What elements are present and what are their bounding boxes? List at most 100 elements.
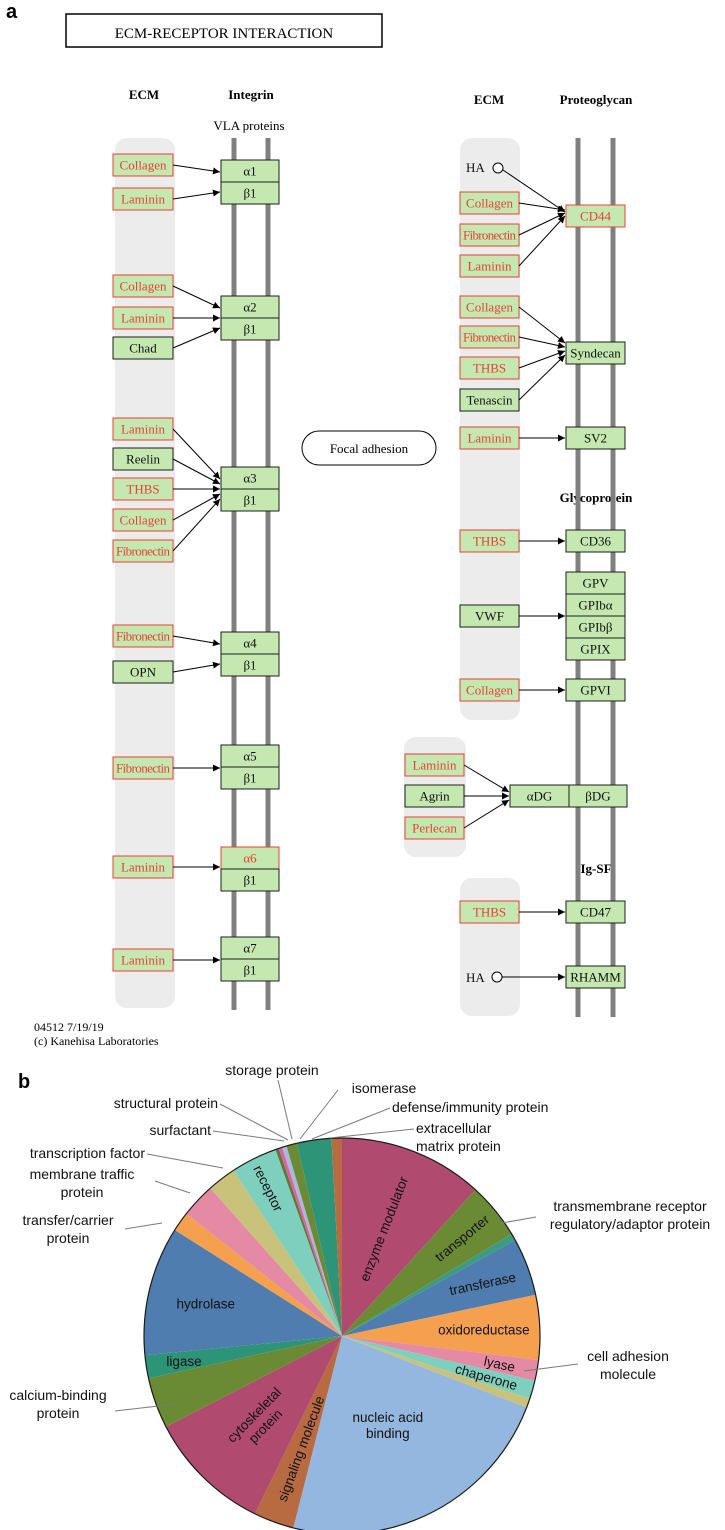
- inside-label-ligase: ligase: [166, 1354, 201, 1369]
- dg-ligand-agrin: Agrin: [419, 789, 450, 804]
- ecm-ligand-laminin: Laminin: [121, 422, 166, 437]
- header-proteoglycan: Proteoglycan: [560, 92, 633, 107]
- syndecan-ligand-collagen: Collagen: [466, 300, 513, 315]
- syndecan: Syndecan: [570, 346, 621, 361]
- inside-label-group: hydrolase: [177, 1297, 236, 1312]
- pie-slice-chaperone: [342, 1336, 535, 1399]
- integrin-beta-1-box: [220, 181, 280, 205]
- integrin-beta-5: β1: [243, 771, 256, 786]
- outside-label-tcp: protein: [47, 1230, 90, 1246]
- ligand-arrow: [172, 498, 221, 552]
- ecm-ligand-thbs: THBS: [126, 482, 159, 497]
- sv2-ligand-laminin: Laminin: [467, 431, 512, 446]
- integrin-alpha-2: α2: [243, 300, 256, 315]
- inside-label-hydrolase: hydrolase: [177, 1297, 236, 1312]
- inside-label-nucleic-acid-binding: nucleic acid: [353, 1410, 424, 1425]
- cd47: CD47: [580, 905, 612, 920]
- leader-line-surfactant: [212, 1130, 285, 1142]
- ecm-ligand-fibronectin: Fibronectin: [116, 629, 171, 644]
- pie-slice-transfer-carrier-protein: [174, 1213, 342, 1336]
- pie-slice-cytoskeletal-protein: [166, 1336, 342, 1514]
- panel-label: a: [6, 1, 18, 23]
- gp-complex-3: GPIX: [580, 642, 611, 657]
- ligand-arrow: [518, 350, 566, 369]
- pie-slice-structural-protein: [278, 1147, 342, 1336]
- outside-label-isomerase: isomerase: [352, 1080, 417, 1096]
- inside-label-nucleic-acid-binding: binding: [366, 1426, 410, 1441]
- ecm-ligand-reelin: Reelin: [126, 452, 160, 467]
- pie-slice-transferase: [342, 1240, 536, 1336]
- ligand-arrow: [172, 635, 221, 647]
- ecm-ligand-collagen: Collagen: [120, 513, 167, 528]
- integrin-beta-4-box: [220, 653, 280, 677]
- leader-line-ecm: [329, 1128, 415, 1139]
- outside-label-ecm: extracellular: [416, 1120, 492, 1136]
- focal-adhesion-link: [301, 430, 437, 466]
- leader-line-storage: [277, 1079, 293, 1140]
- pie-slice-ligase: [144, 1336, 342, 1379]
- integrin-beta-2-box: [220, 317, 280, 341]
- ligand-arrow: [172, 285, 221, 309]
- header-igsf: Ig-SF: [580, 861, 611, 876]
- dg-ligand-laminin: Laminin: [412, 758, 457, 773]
- syndecan-ligand-fibronectin: Fibronectin: [463, 330, 517, 345]
- ecm-ligand-opn: OPN: [130, 665, 157, 680]
- diagram-title: ECM-RECEPTOR INTERACTION: [115, 26, 334, 42]
- pie-slice-extracellular-matrix-protein: [331, 1137, 342, 1336]
- header-ecm-right: ECM: [474, 92, 504, 107]
- title-box: [65, 13, 383, 48]
- leader-line-tmr: [501, 1216, 537, 1224]
- leader-line-defense: [311, 1107, 391, 1140]
- gpvi-ligand: Collagen: [466, 683, 513, 698]
- alpha-dg: αDG: [527, 789, 553, 804]
- leader-line-structural: [219, 1103, 289, 1141]
- leader-line-tf: [146, 1153, 224, 1169]
- vwf: VWF: [475, 609, 504, 624]
- integrin-beta-3: β1: [243, 493, 256, 508]
- ha-label: HA: [466, 160, 485, 175]
- outside-label-mtp: membrane traffic: [30, 1166, 135, 1182]
- outside-label-defense: defense/immunity protein: [392, 1099, 548, 1115]
- rhamm-box: [565, 965, 626, 989]
- header-glycoprotein: Glycoprotein: [560, 490, 633, 505]
- cd44-ligand-laminin: Laminin: [467, 259, 512, 274]
- header-integrin: Integrin: [228, 87, 274, 102]
- beta-dg: βDG: [585, 789, 610, 804]
- pie-slice-cell-adhesion-molecule: [342, 1336, 530, 1408]
- pie-slice-transmembrane-receptor-regulatory-adaptor-protein: [342, 1233, 516, 1336]
- ecm-ligand-collagen: Collagen: [120, 279, 167, 294]
- leader-line-cbp: [114, 1403, 177, 1412]
- pie-slice-storage-protein: [282, 1145, 342, 1336]
- inside-label-group: lyase: [483, 1354, 517, 1375]
- pie-slice-membrane-traffic-protein: [186, 1188, 342, 1336]
- ecm-ligand-laminin: Laminin: [121, 192, 166, 207]
- outside-label-mtp: protein: [61, 1184, 104, 1200]
- pie-outline: [143, 1137, 541, 1530]
- pie-slice-defense-immunity-protein: [296, 1138, 342, 1336]
- panel-label-b: b: [18, 1071, 30, 1093]
- cd44-ligand-collagen: Collagen: [466, 196, 513, 211]
- cd47-ligand: THBS: [473, 905, 506, 920]
- ligand-arrow: [518, 306, 566, 344]
- cd36: CD36: [580, 534, 612, 549]
- gp-complex-1: GPIbα: [578, 598, 612, 613]
- cd44-box: [565, 204, 626, 228]
- ligand-arrow: [172, 428, 221, 480]
- integrin-alpha-1: α1: [243, 164, 256, 179]
- outside-label-cam: molecule: [600, 1366, 656, 1382]
- outside-label-cam: cell adhesion: [587, 1348, 669, 1364]
- ecm-ligand-laminin: Laminin: [121, 311, 166, 326]
- integrin-alpha-7: α7: [243, 941, 257, 956]
- pie-slice-lyase: [342, 1336, 539, 1381]
- cd36-box: [565, 529, 626, 553]
- cd44-ligand-fibronectin: Fibronectin: [463, 228, 517, 243]
- integrin-beta-7-box: [220, 958, 280, 982]
- gp-complex-0: GPV: [582, 576, 609, 591]
- gp-complex-3-box: [565, 637, 626, 661]
- outside-label-tmr: transmembrane receptor: [553, 1198, 707, 1214]
- syndecan-box: [565, 341, 626, 365]
- header-ecm: ECM: [129, 87, 159, 102]
- ecm-ligand-laminin: Laminin: [121, 860, 166, 875]
- ecm-region-igsf: [460, 878, 520, 1016]
